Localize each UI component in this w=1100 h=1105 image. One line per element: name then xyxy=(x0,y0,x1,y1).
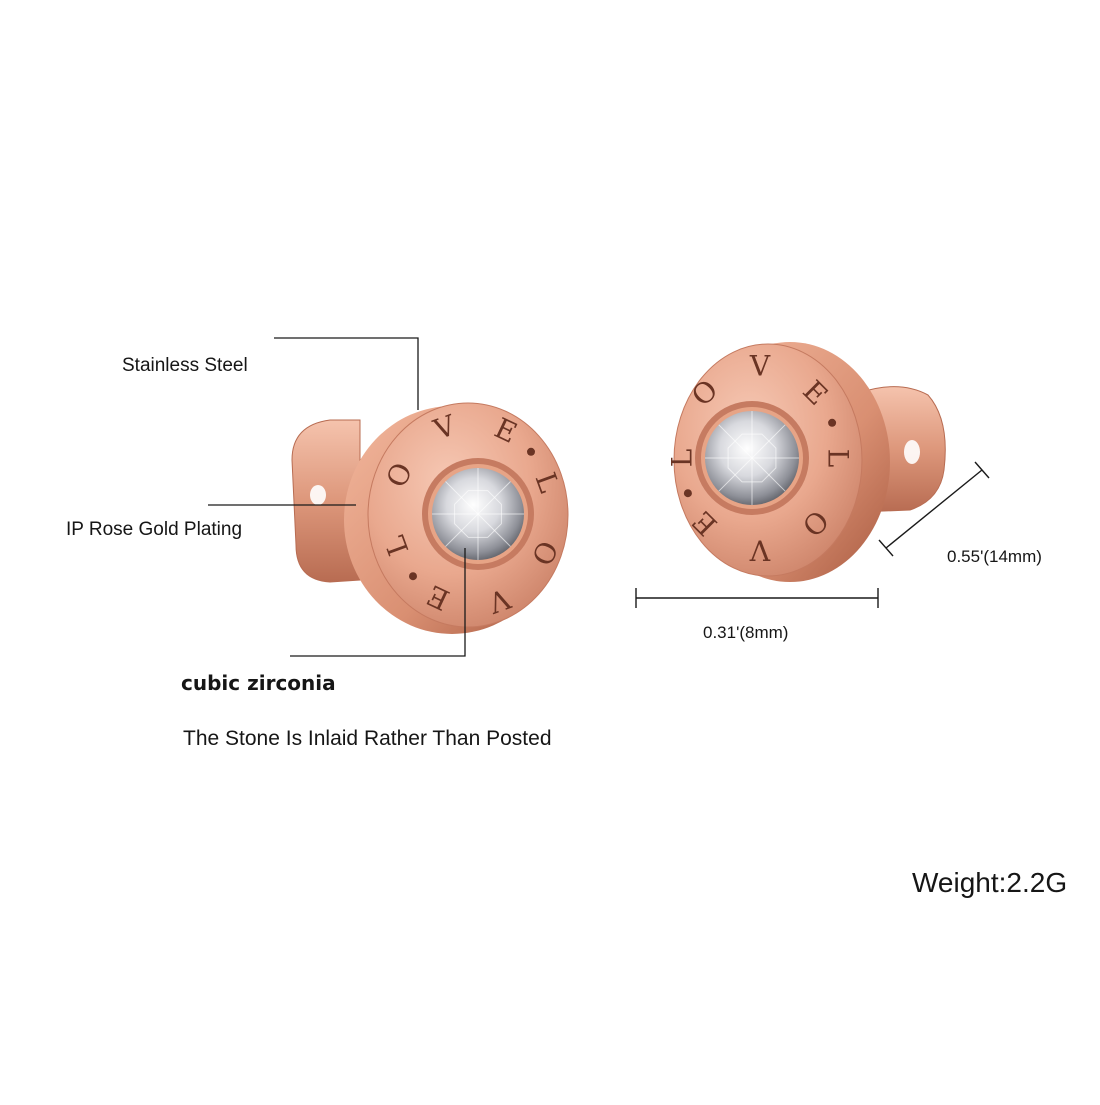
weight-label: Weight:2.2G xyxy=(912,867,1068,898)
cubic-zirconia-label: cubic zirconia xyxy=(181,671,336,695)
diameter-label: 0.31'(8mm) xyxy=(703,623,789,642)
thickness-dimension-line xyxy=(885,469,983,549)
gem-table xyxy=(727,433,777,483)
zirconia-callout-line xyxy=(290,548,466,657)
inlaid-stone-note: The Stone Is Inlaid Rather Than Posted xyxy=(183,727,552,750)
engraved-letter: V xyxy=(749,534,771,567)
engraved-letter: V xyxy=(749,350,771,383)
engraved-dot xyxy=(527,447,535,456)
gem-table xyxy=(454,490,502,538)
stainless-steel-label: Stainless Steel xyxy=(122,355,248,376)
engraved-dot xyxy=(683,489,692,498)
steel-callout-line xyxy=(274,337,419,410)
engraved-dot xyxy=(409,572,417,581)
right-gem-facets xyxy=(705,411,799,505)
thickness-label: 0.55'(14mm) xyxy=(947,547,1042,566)
engraved-letter: L xyxy=(822,449,855,468)
engraved-dot xyxy=(828,418,837,427)
engraved-letter: L xyxy=(666,449,699,468)
left-gem-facets xyxy=(432,468,524,560)
rose-gold-plating-label: IP Rose Gold Plating xyxy=(66,519,243,540)
